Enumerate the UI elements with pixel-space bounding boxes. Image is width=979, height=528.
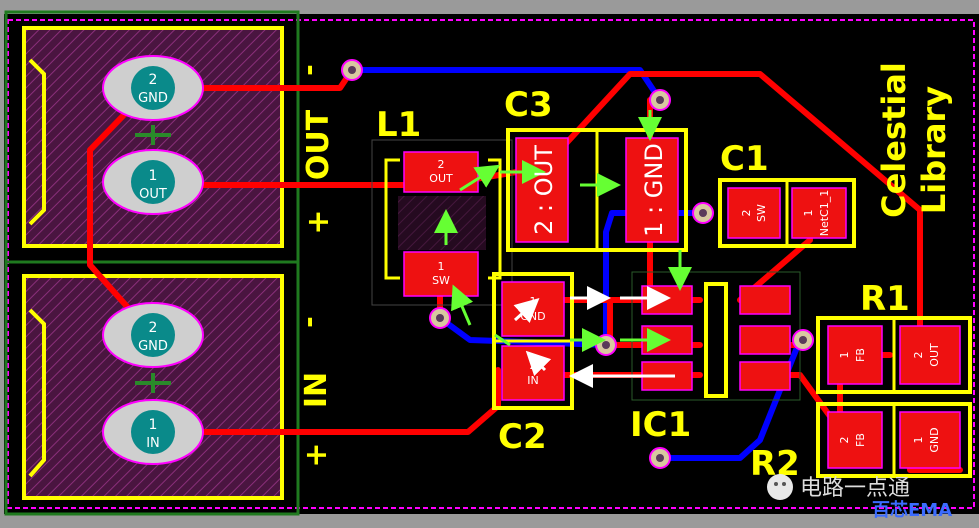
in-label: IN xyxy=(299,372,334,408)
c2-pad-2[interactable] xyxy=(501,345,565,401)
out-connector-pads[interactable] xyxy=(102,55,204,215)
r2-pad2-net: FB xyxy=(854,433,867,447)
in-pad1-number: 1 xyxy=(149,417,158,433)
l1-pad1-number: 1 xyxy=(438,260,445,273)
inductor-l1[interactable] xyxy=(371,139,513,306)
in-pad2-net: GND xyxy=(138,339,168,354)
r1-pad-2[interactable] xyxy=(899,325,961,385)
r2-pad-2[interactable] xyxy=(827,411,883,469)
in-pad1-net: IN xyxy=(146,436,160,451)
c3-pad1-label: 1 : GND xyxy=(640,143,668,237)
in-plus-label: + xyxy=(299,442,334,467)
r1-pad2-net: OUT xyxy=(928,343,941,367)
c1-pad-2[interactable] xyxy=(727,187,781,239)
capacitor-c1[interactable] xyxy=(718,178,856,248)
out-pad2-number: 2 xyxy=(149,72,158,88)
l1-designator: L1 xyxy=(376,105,421,145)
c3-designator: C3 xyxy=(504,85,553,125)
l1-pad2-number: 2 xyxy=(438,158,445,171)
r2-pad2-number: 2 xyxy=(838,437,851,444)
c2-pad1-number: 1 xyxy=(530,295,537,308)
in-connector-pads[interactable] xyxy=(102,302,204,465)
watermark-brand: 百芯EMA xyxy=(872,499,952,521)
c2-pad-1[interactable] xyxy=(501,281,565,337)
watermark: 电路一点通 百芯EMA xyxy=(767,474,952,521)
r2-pad1-net: GND xyxy=(928,427,941,452)
ic1-pin-1[interactable] xyxy=(641,285,693,315)
out-label: OUT xyxy=(301,109,336,180)
c3-pad-2[interactable] xyxy=(515,137,569,243)
ratsnest-lines xyxy=(434,110,692,388)
c2-pad1-net: GND xyxy=(520,310,545,323)
r1-pad1-number: 1 xyxy=(838,352,851,359)
c2-pad2-number: 2 xyxy=(530,359,537,372)
out-pad2-net: GND xyxy=(138,91,168,106)
vias[interactable] xyxy=(341,59,814,469)
c1-pad-1[interactable] xyxy=(791,187,847,239)
ic1-pin-5[interactable] xyxy=(739,325,791,355)
c2-designator: C2 xyxy=(498,417,547,457)
r1-pad2-number: 2 xyxy=(912,352,925,359)
in-pad2-number: 2 xyxy=(149,320,158,336)
out-minus-label: - xyxy=(292,64,325,76)
l1-pad1-net: SW xyxy=(432,274,450,287)
c2-pad2-net: IN xyxy=(527,374,538,387)
in-connector-keepout xyxy=(4,260,300,516)
capacitor-c3[interactable] xyxy=(506,128,688,252)
l1-pad2-net: OUT xyxy=(429,172,453,185)
out-pad1-net: OUT xyxy=(139,187,167,202)
out-plus-label: + xyxy=(301,209,336,234)
board-title-line1: Celestial xyxy=(875,62,913,218)
board-outline xyxy=(7,19,975,509)
c1-pad1-number: 1 xyxy=(802,210,815,217)
r2-pad1-number: 1 xyxy=(912,437,925,444)
c1-pad1-net: NetC1_1 xyxy=(818,190,831,237)
out-pad1-number: 1 xyxy=(149,168,158,184)
r1-pad1-net: FB xyxy=(854,348,867,362)
c3-pad2-label: 2 : OUT xyxy=(530,145,558,235)
resistor-r2[interactable] xyxy=(816,402,972,478)
ic1-designator: IC1 xyxy=(630,405,691,445)
c1-pad2-number: 2 xyxy=(740,210,753,217)
c1-pad2-net: SW xyxy=(755,204,768,222)
ic1-pin-4[interactable] xyxy=(739,361,791,391)
r1-pad-1[interactable] xyxy=(827,325,883,385)
wechat-icon xyxy=(767,474,793,500)
in-minus-label: - xyxy=(292,316,325,328)
watermark-channel: 电路一点通 xyxy=(800,476,910,501)
r1-designator: R1 xyxy=(860,279,910,319)
r2-pad-1[interactable] xyxy=(899,411,961,469)
resistor-r1[interactable] xyxy=(816,316,972,394)
board-title-line2: Library xyxy=(915,86,953,214)
c1-designator: C1 xyxy=(720,139,769,179)
ic1-pin-6[interactable] xyxy=(739,285,791,315)
